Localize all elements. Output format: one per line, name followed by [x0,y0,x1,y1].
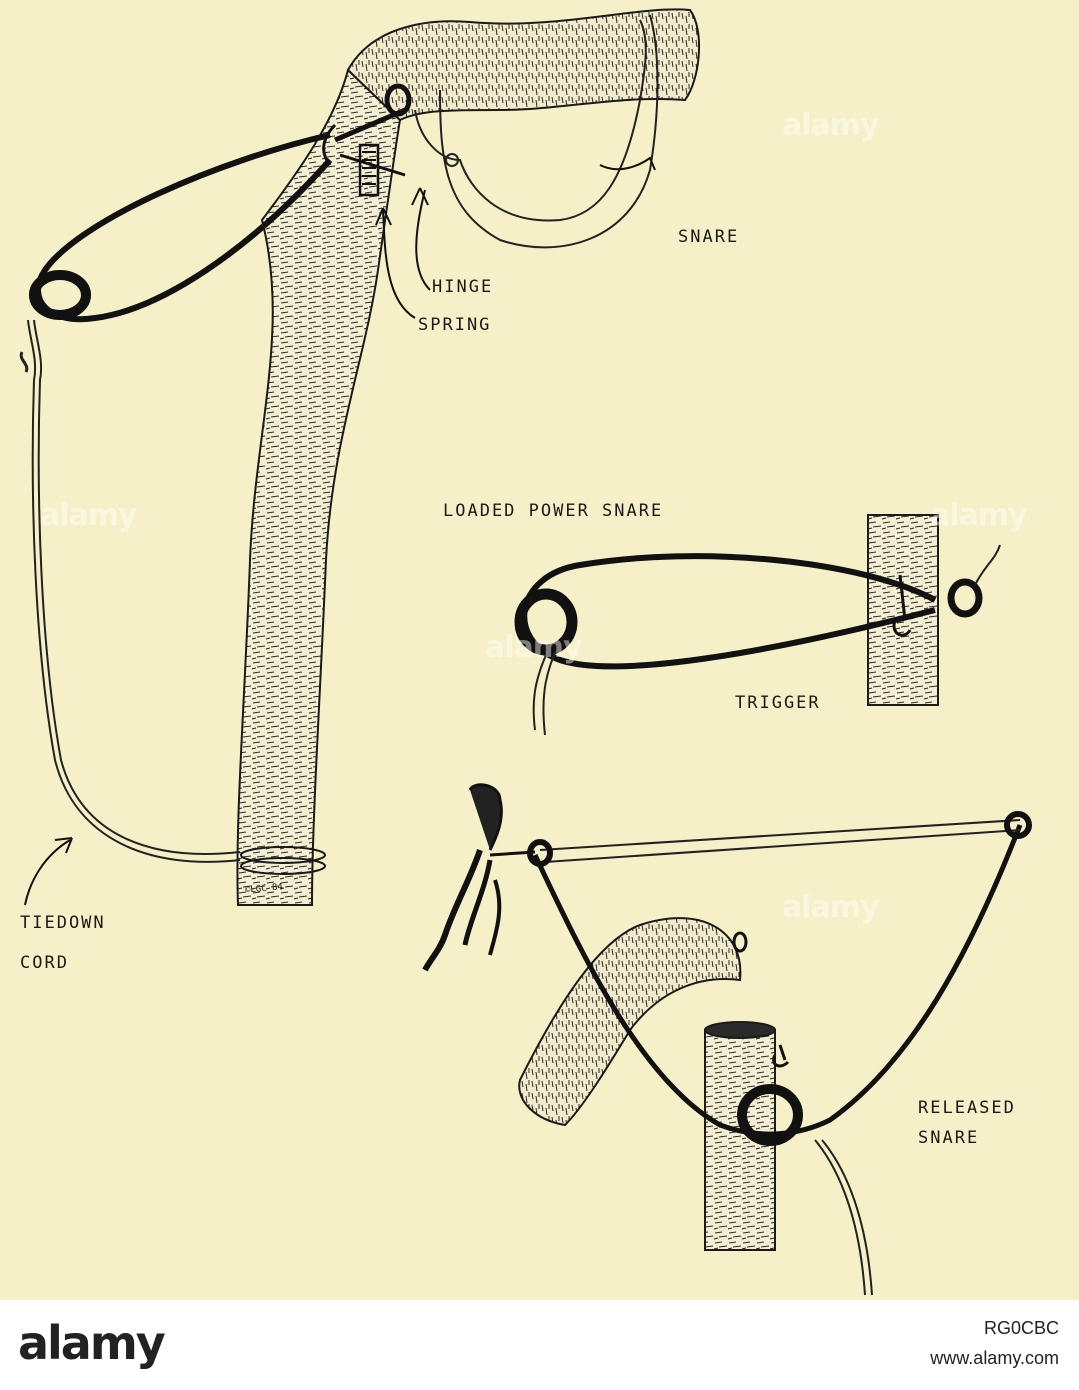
diagram-canvas: SNARE HINGE SPRING LOADED POWER SNARE TR… [0,0,1079,1300]
label-spring: SPRING [418,312,491,338]
watermark: alamy [930,498,1027,533]
image-id: RG0CBC [984,1318,1059,1339]
artist-signature: ©LGC 84 [244,874,284,903]
footer-logo: alamy [18,1316,164,1370]
label-released: RELEASED [918,1095,1016,1121]
footer-bar: alamy RG0CBC www.alamy.com [0,1300,1079,1390]
label-trigger: TRIGGER [735,690,821,716]
label-loaded-power-snare: LOADED POWER SNARE [443,498,663,524]
site-url: www.alamy.com [930,1348,1059,1369]
watermark: alamy [782,890,879,925]
watermark: alamy [485,630,582,665]
label-tiedown: TIEDOWN [20,910,106,936]
label-hinge: HINGE [432,274,493,300]
label-snare: SNARE [678,224,739,250]
bird-foot [425,785,535,970]
label-released-snare: SNARE [918,1125,979,1151]
watermark: alamy [782,108,879,143]
tiedown-cord-line [21,320,240,862]
watermark: alamy [40,498,137,533]
label-cord: CORD [20,950,69,976]
released-snare-stump [519,918,788,1250]
